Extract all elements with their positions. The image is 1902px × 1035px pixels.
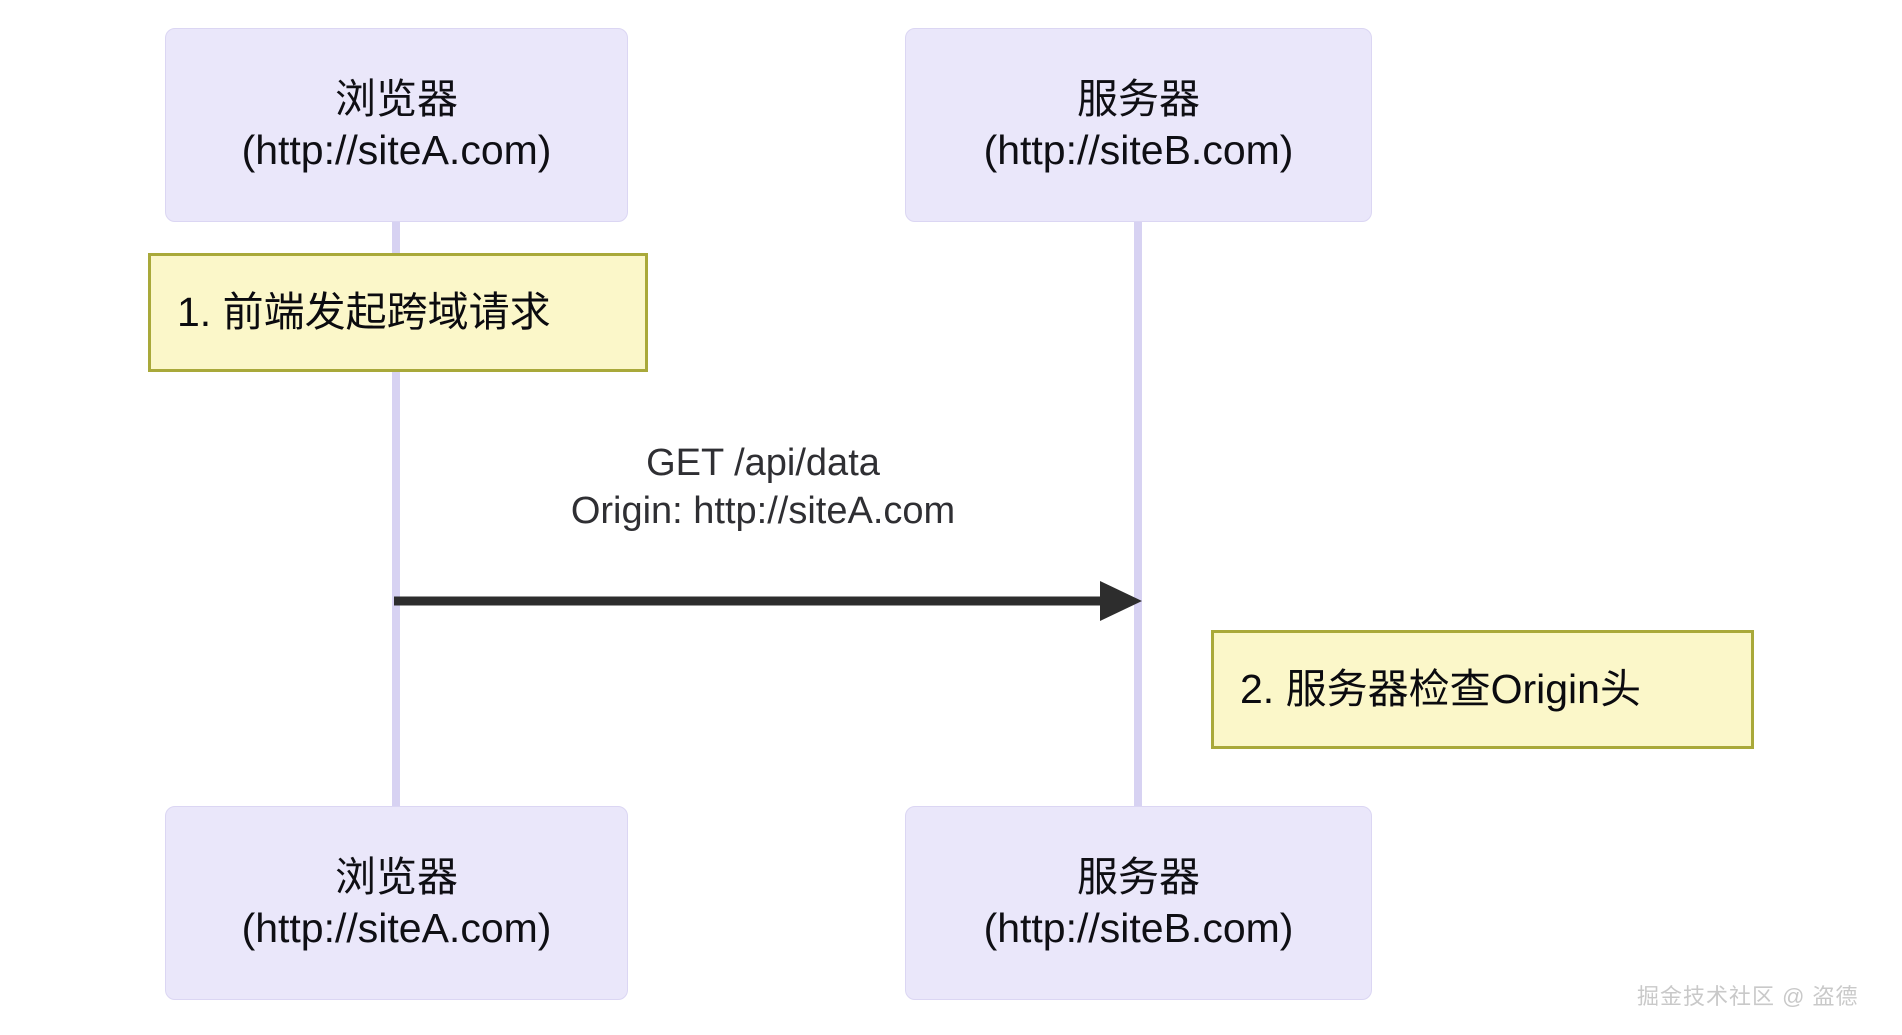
- participant-server-bottom-name: 服务器: [1077, 854, 1200, 901]
- participant-server-bottom-url: (http://siteB.com): [983, 905, 1294, 951]
- participant-browser-bottom-name: 浏览器: [335, 854, 458, 901]
- message-label-line-1: GET /api/data: [646, 442, 880, 484]
- note-step-2[interactable]: 2. 服务器检查Origin头: [1211, 630, 1754, 749]
- participant-server-top[interactable]: 服务器 (http://siteB.com): [905, 28, 1372, 222]
- note-step-1[interactable]: 1. 前端发起跨域请求: [148, 253, 648, 372]
- message-label-line-2: Origin: http://siteA.com: [570, 489, 956, 532]
- note-step-1-text: 1. 前端发起跨域请求: [177, 288, 551, 335]
- participant-browser-top-url: (http://siteA.com): [241, 127, 552, 173]
- message-label-get-api-data: GET /api/data Origin: http://siteA.com: [383, 440, 1143, 535]
- lifeline-browser: [392, 222, 400, 806]
- participant-browser-bottom[interactable]: 浏览器 (http://siteA.com): [165, 806, 628, 1000]
- lifeline-server: [1134, 222, 1142, 806]
- participant-browser-top-name: 浏览器: [335, 76, 458, 123]
- participant-browser-top[interactable]: 浏览器 (http://siteA.com): [165, 28, 628, 222]
- participant-server-bottom[interactable]: 服务器 (http://siteB.com): [905, 806, 1372, 1000]
- participant-server-top-url: (http://siteB.com): [983, 127, 1294, 173]
- watermark: 掘金技术社区 @ 盗德: [1637, 984, 1859, 1009]
- participant-server-top-name: 服务器: [1077, 76, 1200, 123]
- note-step-2-text: 2. 服务器检查Origin头: [1240, 665, 1641, 712]
- message-arrow-browser-to-server: [394, 581, 1142, 621]
- participant-browser-bottom-url: (http://siteA.com): [241, 905, 552, 951]
